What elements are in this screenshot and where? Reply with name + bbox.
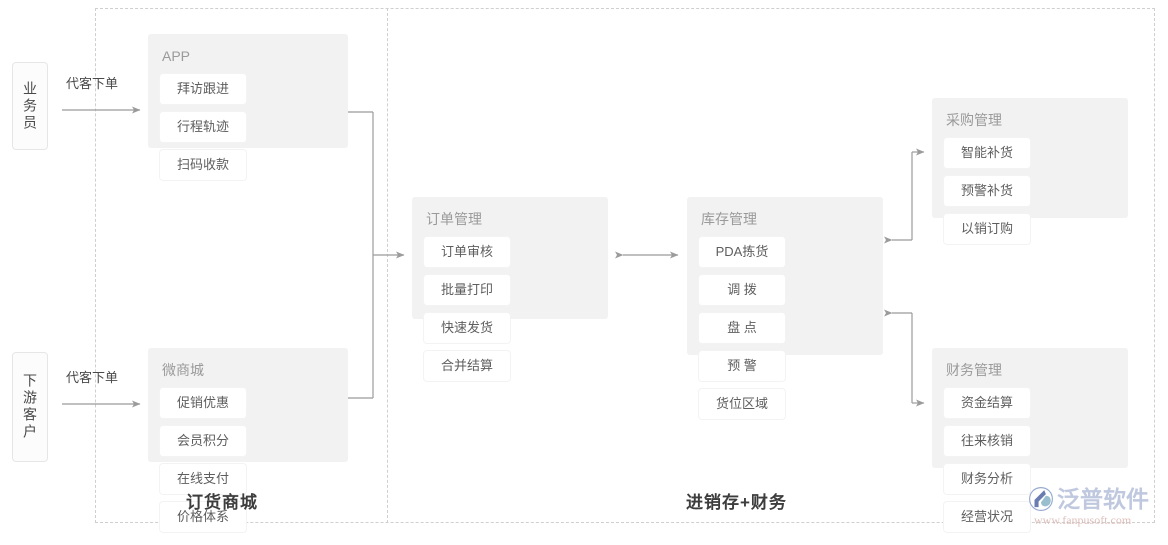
chip-fund-settlement[interactable]: 资金结算 — [944, 388, 1030, 418]
chip-receivable-writeoff[interactable]: 往来核销 — [944, 426, 1030, 456]
chip-early-warning[interactable]: 预 警 — [699, 351, 785, 381]
watermark-fanpusoft: 泛普软件 www.fanpusoft.com — [1028, 486, 1164, 538]
chip-location-zone[interactable]: 货位区域 — [699, 389, 785, 419]
panel-order-management-title: 订单管理 — [426, 211, 482, 227]
chip-scan-payment[interactable]: 扫码收款 — [160, 150, 246, 180]
panel-finance-management-chips: 资金结算 往来核销 财务分析 经营状况 — [944, 388, 1116, 532]
fanpusoft-logo-icon — [1029, 487, 1053, 511]
chip-transfer[interactable]: 调 拨 — [699, 275, 785, 305]
chip-order-review[interactable]: 订单审核 — [424, 237, 510, 267]
chip-smart-replenishment[interactable]: 智能补货 — [944, 138, 1030, 168]
panel-inventory-management: 库存管理 PDA拣货 调 拨 盘 点 预 警 货位区域 — [687, 197, 883, 419]
watermark-url-text: www.fanpusoft.com — [1034, 513, 1132, 527]
chip-price-system[interactable]: 价格体系 — [160, 502, 246, 532]
actor-downstream-customer-label: 下游客户 — [22, 373, 38, 441]
chip-sales-based-purchase[interactable]: 以销订购 — [944, 214, 1030, 244]
watermark-brand-text: 泛普软件 — [1057, 486, 1149, 512]
panel-wechat-mall-title: 微商城 — [162, 362, 204, 378]
flow-label-order-on-behalf-bottom: 代客下单 — [66, 370, 119, 385]
panel-finance-management: 财务管理 资金结算 往来核销 财务分析 经营状况 — [932, 348, 1128, 532]
panel-finance-management-title: 财务管理 — [946, 362, 1002, 378]
panel-app-title: APP — [162, 48, 191, 64]
section-divider-dashed — [387, 8, 388, 523]
chip-visit-followup[interactable]: 拜访跟进 — [160, 74, 246, 104]
chip-trip-track[interactable]: 行程轨迹 — [160, 112, 246, 142]
actor-salesperson[interactable]: 业务员 — [12, 62, 48, 150]
actor-salesperson-label: 业务员 — [22, 80, 38, 132]
panel-purchase-management: 采购管理 智能补货 预警补货 以销订购 — [932, 98, 1128, 244]
panel-wechat-mall: 微商城 促销优惠 会员积分 在线支付 价格体系 — [148, 348, 348, 532]
section-caption-erp-finance: 进销存+财务 — [686, 493, 787, 512]
chip-fast-shipping[interactable]: 快速发货 — [424, 313, 510, 343]
chip-promotion-discount[interactable]: 促销优惠 — [160, 388, 246, 418]
chip-online-payment[interactable]: 在线支付 — [160, 464, 246, 494]
flow-label-order-on-behalf-top: 代客下单 — [66, 76, 119, 91]
panel-inventory-management-chips: PDA拣货 调 拨 盘 点 预 警 货位区域 — [699, 237, 871, 419]
panel-inventory-management-title: 库存管理 — [701, 211, 757, 227]
chip-business-status[interactable]: 经营状况 — [944, 502, 1030, 532]
panel-purchase-management-chips: 智能补货 预警补货 以销订购 — [944, 138, 1116, 244]
chip-batch-print[interactable]: 批量打印 — [424, 275, 510, 305]
panel-wechat-mall-chips: 促销优惠 会员积分 在线支付 价格体系 — [160, 388, 336, 532]
panel-app: APP 拜访跟进 行程轨迹 扫码收款 — [148, 34, 348, 180]
section-caption-ordering-mall: 订货商城 — [186, 493, 258, 512]
panel-app-chips: 拜访跟进 行程轨迹 扫码收款 — [160, 74, 336, 180]
chip-stocktaking[interactable]: 盘 点 — [699, 313, 785, 343]
chip-financial-analysis[interactable]: 财务分析 — [944, 464, 1030, 494]
chip-warning-replenishment[interactable]: 预警补货 — [944, 176, 1030, 206]
panel-order-management: 订单管理 订单审核 批量打印 快速发货 合并结算 — [412, 197, 608, 381]
chip-member-points[interactable]: 会员积分 — [160, 426, 246, 456]
panel-order-management-chips: 订单审核 批量打印 快速发货 合并结算 — [424, 237, 596, 381]
watermark-brand-row: 泛普软件 — [1028, 486, 1164, 512]
panel-purchase-management-title: 采购管理 — [946, 112, 1002, 128]
chip-pda-picking[interactable]: PDA拣货 — [699, 237, 785, 267]
chip-merge-settlement[interactable]: 合并结算 — [424, 351, 510, 381]
actor-downstream-customer[interactable]: 下游客户 — [12, 352, 48, 462]
